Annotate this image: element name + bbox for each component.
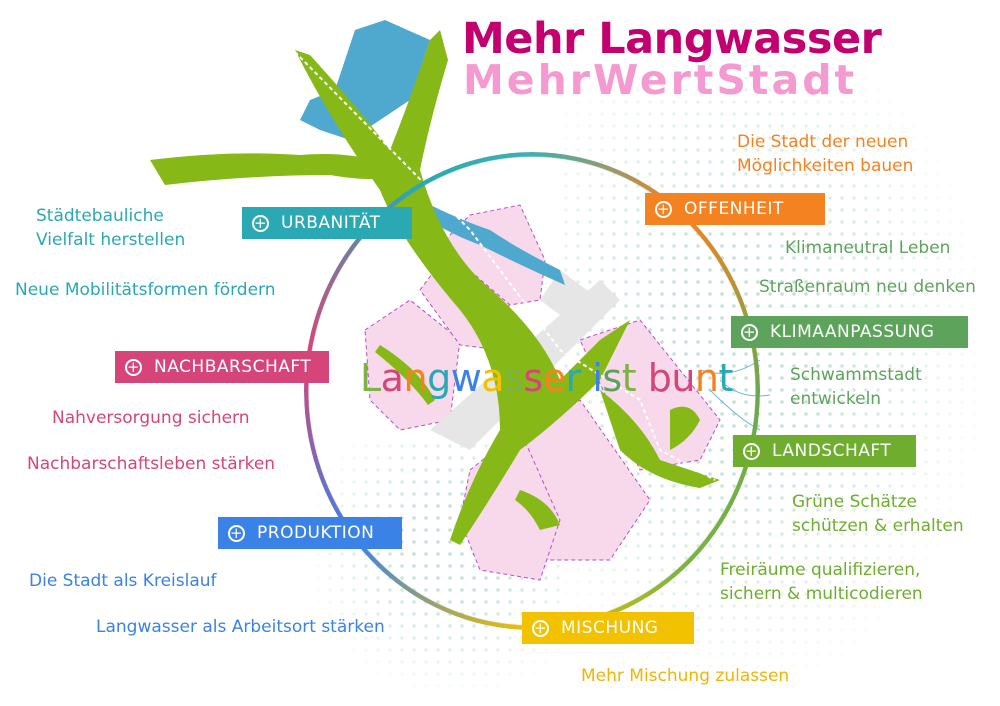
slogan-letter: t [718, 356, 734, 400]
tag-klimaanpassung[interactable]: + KLIMAANPASSUNG [731, 316, 968, 348]
slogan-letter: s [523, 356, 543, 400]
goal-text: Nachbarschaftsleben stärken [27, 454, 276, 474]
slogan-letter: L [360, 356, 381, 400]
slogan-letter [581, 356, 593, 400]
goal-text: Mehr Mischung zulassen [581, 666, 790, 686]
plus-circle-icon: + [532, 618, 549, 637]
tag-nachbarschaft[interactable]: + NACHBARSCHAFT [115, 351, 329, 383]
plus-circle-icon: + [125, 357, 142, 376]
goal-text: Straßenraum neu denken [759, 277, 976, 297]
title-sub: MehrWertStadt [463, 56, 858, 104]
goal-text: Klimaneutral Leben [785, 238, 951, 258]
slogan-letter: u [671, 356, 695, 400]
goal-text: Langwasser als Arbeitsort stärken [96, 617, 385, 637]
goal-text: Die Stadt als Kreislauf [29, 571, 217, 591]
goal-text: Städtebauliche Vielfalt herstellen [36, 206, 186, 250]
goal-text: Die Stadt der neuen Möglichkeiten bauen [737, 132, 914, 176]
plus-circle-icon: + [228, 523, 245, 542]
goal-text: Nahversorgung sichern [52, 408, 250, 428]
center-slogan: Langwasser ist bunt [360, 356, 733, 400]
slogan-letter: n [694, 356, 719, 400]
tag-label: MISCHUNG [561, 618, 659, 638]
title-main: Mehr Langwasser [462, 14, 882, 64]
tag-label: URBANITÄT [281, 213, 381, 233]
goal-text: Schwammstadt entwickeln [790, 365, 922, 409]
tag-label: LANDSCHAFT [772, 441, 892, 461]
tag-landschaft[interactable]: + LANDSCHAFT [733, 435, 916, 467]
slogan-letter: b [647, 356, 672, 400]
slogan-letter: n [403, 356, 428, 400]
slogan-letter: a [481, 356, 505, 400]
plus-circle-icon: + [741, 322, 758, 341]
goal-text: Grüne Schätze schützen & erhalten [792, 492, 964, 536]
slogan-letter: t [621, 356, 637, 400]
slogan-letter: r [565, 356, 582, 400]
slogan-letter: i [592, 356, 603, 400]
tag-urbanitaet[interactable]: + URBANITÄT [242, 207, 412, 239]
tag-produktion[interactable]: + PRODUKTION [218, 517, 402, 549]
goal-text: Neue Mobilitätsformen fördern [15, 280, 276, 300]
slogan-letter: g [427, 356, 451, 400]
tag-label: KLIMAANPASSUNG [770, 322, 935, 342]
slogan-letter [636, 356, 648, 400]
plus-circle-icon: + [252, 213, 269, 232]
slogan-letter: e [542, 356, 566, 400]
slogan-letter: w [450, 356, 482, 400]
slogan-letter: a [380, 356, 404, 400]
tag-label: NACHBARSCHAFT [154, 357, 312, 377]
slogan-letter: s [602, 356, 622, 400]
tag-label: PRODUKTION [257, 523, 375, 543]
tag-offenheit[interactable]: + OFFENHEIT [645, 193, 825, 225]
tag-label: OFFENHEIT [684, 199, 784, 219]
tag-mischung[interactable]: + MISCHUNG [522, 612, 694, 644]
goal-text: Freiräume qualifizieren, sichern & multi… [720, 560, 923, 604]
plus-circle-icon: + [743, 441, 760, 460]
slogan-letter: s [504, 356, 524, 400]
plus-circle-icon: + [655, 199, 672, 218]
